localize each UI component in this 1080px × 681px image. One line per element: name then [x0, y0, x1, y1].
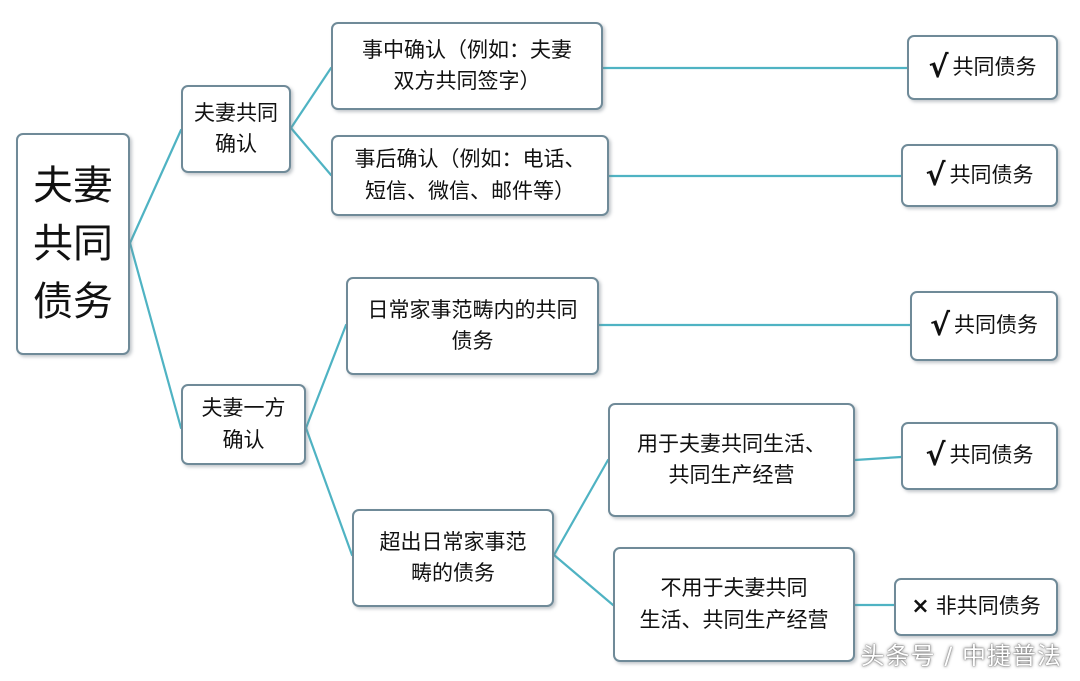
result-label: 非共同债务: [935, 594, 1041, 619]
connector-root-one: [128, 241, 183, 430]
connector-both-during: [289, 66, 333, 130]
result-label: 共同债务: [949, 162, 1034, 187]
root-node: 夫妻 共同 债务: [16, 133, 130, 355]
connector-beyond-notused: [552, 553, 615, 607]
cross-icon: ×: [911, 594, 930, 619]
item-beyond-daily: 超出日常家事范 畴的债务: [352, 509, 554, 607]
item-daily-scope: 日常家事范畴内的共同 债务: [346, 277, 599, 375]
result-joint-debt-4: √ 共同债务: [901, 422, 1058, 490]
result-joint-debt-3: √ 共同债务: [910, 291, 1058, 361]
item-not-used-for-family: 不用于夫妻共同 生活、共同生产经营: [613, 547, 855, 662]
connector-one-daily: [304, 323, 348, 430]
item-used-for-family: 用于夫妻共同生活、 共同生产经营: [608, 403, 855, 517]
connector-both-after: [289, 126, 333, 177]
connector-beyond-used: [552, 458, 610, 557]
result-joint-debt-2: √ 共同债务: [901, 144, 1058, 207]
result-label: 共同债务: [954, 313, 1038, 338]
watermark: 头条号 / 中捷普法: [860, 642, 1062, 670]
branch-one-confirm: 夫妻一方 确认: [181, 384, 306, 465]
result-label: 共同债务: [952, 54, 1037, 79]
connector-one-beyond: [304, 426, 354, 557]
connector-used-result: [853, 455, 903, 462]
item-during-confirm: 事中确认（例如：夫妻 双方共同签字）: [331, 22, 603, 110]
branch-both-confirm: 夫妻共同 确认: [181, 85, 291, 173]
result-non-joint-debt: × 非共同债务: [894, 578, 1058, 636]
result-joint-debt-1: √ 共同债务: [907, 35, 1058, 100]
check-icon: √: [925, 438, 946, 473]
result-label: 共同债务: [949, 443, 1034, 468]
connector-root-both: [128, 128, 183, 245]
check-icon: √: [928, 49, 949, 85]
item-after-confirm: 事后确认（例如：电话、 短信、微信、邮件等）: [331, 135, 609, 216]
check-icon: √: [925, 157, 946, 193]
check-icon: √: [929, 308, 950, 343]
